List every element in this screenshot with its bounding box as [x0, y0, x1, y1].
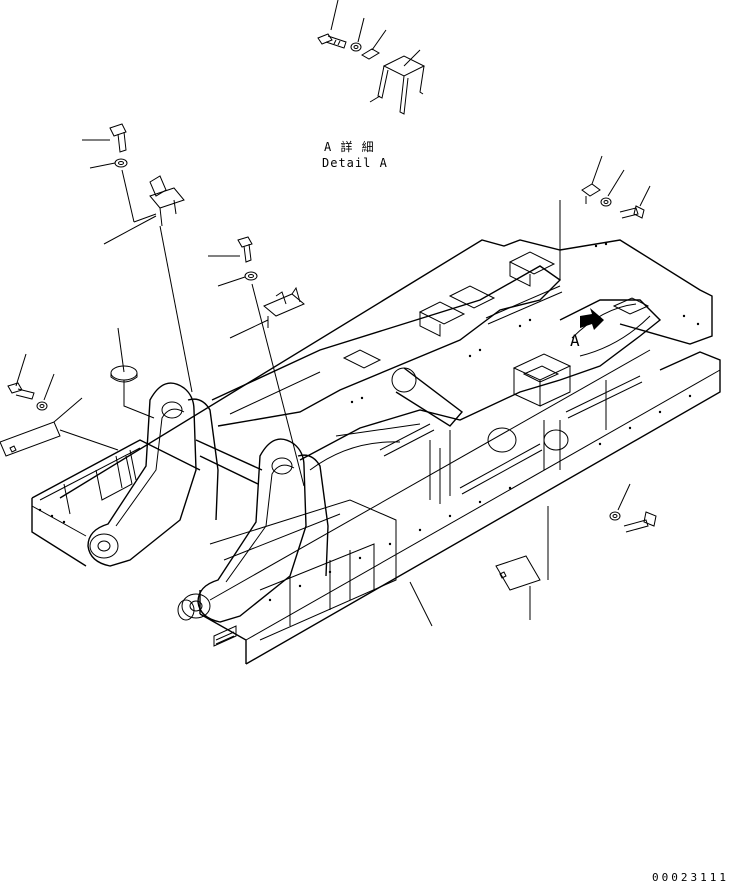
- plug-cap: [110, 327, 155, 419]
- washer-right-lower: [609, 483, 631, 521]
- plate-right-upper: [581, 155, 603, 204]
- bolt-upper-left: [82, 123, 127, 153]
- drawing-code: 00023111: [652, 871, 729, 883]
- washer-upper-left: [89, 158, 128, 169]
- washer-right-upper: [600, 169, 625, 207]
- cover-plate-right: [495, 506, 549, 620]
- bracket-upper-left: [103, 169, 193, 393]
- view-marker-a: A: [570, 331, 580, 350]
- bolt-mid-left: [208, 236, 253, 263]
- washer-mid-left: [217, 271, 258, 287]
- washer-far-left: [36, 373, 55, 411]
- bracket-mid-left: [229, 283, 305, 487]
- nameplate: [0, 397, 119, 457]
- detail-a-plate: [361, 29, 387, 60]
- leader-frame: [409, 581, 433, 627]
- bolt-right-lower: [623, 511, 657, 533]
- detail-a-bolt: [317, 0, 347, 49]
- detail-a-label-en: Detail A: [322, 156, 388, 170]
- bolt-right-upper: [619, 185, 651, 219]
- frame-holes: [38, 242, 700, 602]
- detail-a-washer: [350, 17, 365, 52]
- main-frame: A: [31, 239, 721, 665]
- detail-a-label-jp: A 詳 細: [324, 139, 375, 154]
- detail-a-bracket: [369, 49, 426, 115]
- detail-a-group: A 詳 細 Detail A: [317, 0, 426, 170]
- bolt-far-left: [7, 353, 35, 400]
